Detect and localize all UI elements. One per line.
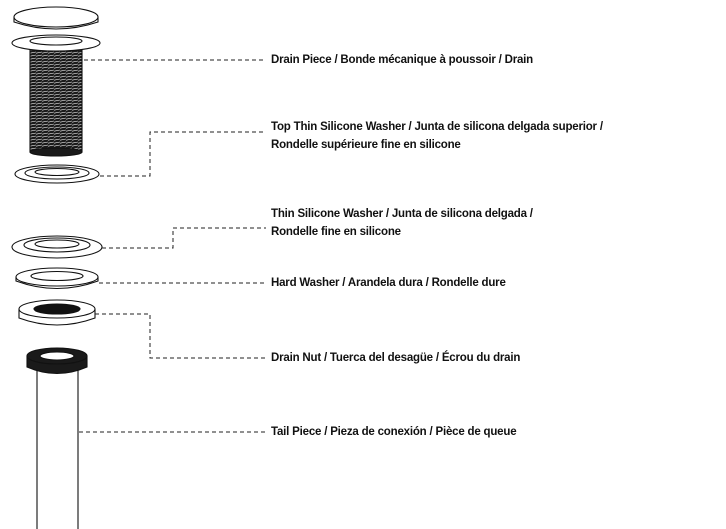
- hard-washer-hole: [30, 270, 84, 282]
- thin-silicone-washer: [11, 235, 103, 259]
- label-line: Rondelle fine en silicone: [271, 226, 401, 238]
- label-drain-piece: Drain Piece / Bonde mécanique à poussoir…: [271, 51, 533, 69]
- thin-washer-hole: [34, 239, 80, 249]
- drain-nut-part: [18, 299, 96, 326]
- drain-piece: [11, 6, 101, 157]
- drain-flange-inner: [29, 36, 83, 46]
- label-line: Drain Nut / Tuerca del desagüe / Écrou d…: [271, 352, 521, 364]
- leader-thin-washer: [102, 227, 266, 249]
- label-line: Top Thin Silicone Washer / Junta de sili…: [271, 121, 603, 133]
- label-line: Drain Piece / Bonde mécanique à poussoir…: [271, 54, 534, 66]
- label-line: Rondelle supérieure fine en silicone: [271, 139, 461, 151]
- label-thin-silicone-washer: Thin Silicone Washer / Junta de silicona…: [271, 205, 533, 241]
- top-washer-hole: [34, 167, 80, 177]
- tail-collar-hole: [39, 351, 75, 361]
- label-top-thin-silicone-washer: Top Thin Silicone Washer / Junta de sili…: [271, 118, 603, 154]
- drain-threaded-body: [29, 43, 83, 153]
- label-line: Hard Washer / Arandela dura / Rondelle d…: [271, 277, 506, 289]
- label-drain-nut: Drain Nut / Tuerca del desagüe / Écrou d…: [271, 349, 520, 367]
- leader-top-washer: [100, 131, 266, 177]
- label-tail-piece: Tail Piece / Pieza de conexión / Pièce d…: [271, 423, 517, 441]
- drain-cap-top: [13, 6, 99, 28]
- top-thin-silicone-washer: [14, 164, 100, 184]
- label-line: Thin Silicone Washer / Junta de silicona…: [271, 208, 533, 220]
- drain-body-bottom: [29, 147, 83, 157]
- tail-piece-part: [26, 347, 88, 529]
- leader-nut: [95, 313, 266, 359]
- hard-washer: [15, 267, 99, 290]
- label-line: Tail Piece / Pieza de conexión / Pièce d…: [271, 426, 517, 438]
- drain-nut-hole: [33, 303, 81, 315]
- label-hard-washer: Hard Washer / Arandela dura / Rondelle d…: [271, 274, 506, 292]
